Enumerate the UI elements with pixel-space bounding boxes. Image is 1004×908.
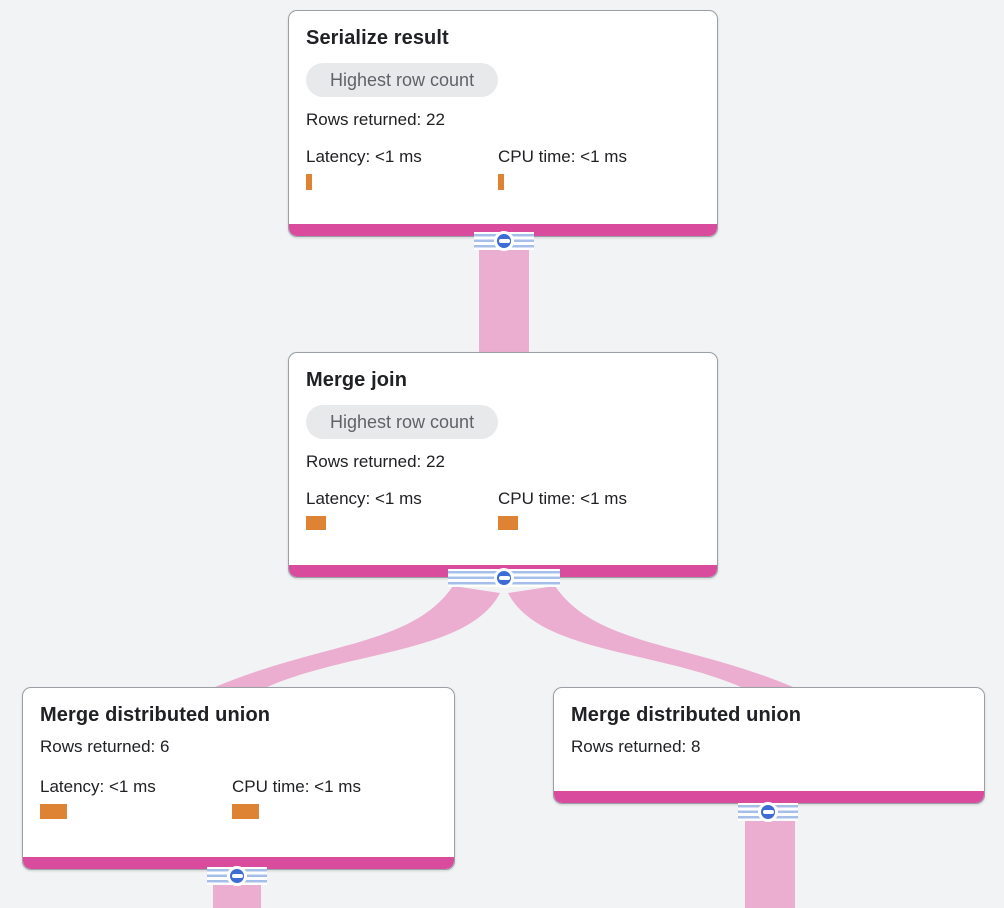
- latency-bar: [40, 804, 67, 819]
- highest-row-count-badge: Highest row count: [306, 63, 499, 97]
- connector-merge-join: [448, 568, 560, 588]
- connector-serialize-result: [474, 231, 534, 251]
- plan-node-merge-distributed-union-right[interactable]: Merge distributed union Rows returned: 8: [553, 687, 985, 804]
- flow-edge-mergejoin-to-left-union: [215, 586, 500, 687]
- node-footer-bar: [554, 791, 984, 803]
- rows-returned-text: Rows returned: 22: [306, 110, 445, 129]
- latency-label: Latency: <1 ms: [306, 147, 422, 166]
- latency-label: Latency: <1 ms: [40, 777, 156, 796]
- node-footer-bar: [289, 224, 717, 236]
- node-metrics: Latency: <1 ms CPU time: <1 ms: [306, 146, 700, 190]
- cpu-time-bar: [232, 804, 259, 819]
- node-footer-bar: [23, 857, 454, 869]
- node-title: Merge distributed union: [571, 704, 802, 726]
- node-metrics: Latency: <1 ms CPU time: <1 ms: [306, 488, 700, 530]
- minus-icon: [498, 576, 510, 580]
- cpu-time-bar: [498, 516, 518, 530]
- latency-label: Latency: <1 ms: [306, 489, 422, 508]
- collapse-node-button[interactable]: [494, 231, 514, 251]
- node-title: Merge distributed union: [40, 704, 271, 726]
- rows-returned-text: Rows returned: 8: [571, 737, 701, 756]
- node-metrics: Latency: <1 ms CPU time: <1 ms: [40, 776, 437, 819]
- flow-edge-mergejoin-to-right-union: [508, 586, 793, 687]
- minus-icon: [762, 810, 774, 814]
- node-title: Serialize result: [306, 27, 449, 49]
- cpu-time-bar: [498, 174, 504, 190]
- flow-edge-serialize-to-mergejoin: [479, 237, 529, 352]
- rows-returned-text: Rows returned: 6: [40, 737, 170, 756]
- node-title: Merge join: [306, 369, 408, 391]
- connector-left-union: [207, 866, 267, 886]
- collapse-node-button[interactable]: [758, 802, 778, 822]
- highest-row-count-badge: Highest row count: [306, 405, 499, 439]
- collapse-node-button[interactable]: [227, 866, 247, 886]
- minus-icon: [498, 239, 510, 243]
- cpu-time-label: CPU time: <1 ms: [232, 777, 361, 796]
- plan-node-merge-distributed-union-left[interactable]: Merge distributed union Rows returned: 6…: [22, 687, 455, 870]
- connector-right-union: [738, 802, 798, 822]
- collapse-node-button[interactable]: [494, 568, 514, 588]
- plan-node-serialize-result[interactable]: Serialize result Highest row count Rows …: [288, 10, 718, 237]
- cpu-time-label: CPU time: <1 ms: [498, 489, 627, 508]
- rows-returned-text: Rows returned: 22: [306, 452, 445, 471]
- latency-bar: [306, 174, 312, 190]
- plan-node-merge-join[interactable]: Merge join Highest row count Rows return…: [288, 352, 718, 578]
- latency-bar: [306, 516, 326, 530]
- cpu-time-label: CPU time: <1 ms: [498, 147, 627, 166]
- minus-icon: [231, 874, 243, 878]
